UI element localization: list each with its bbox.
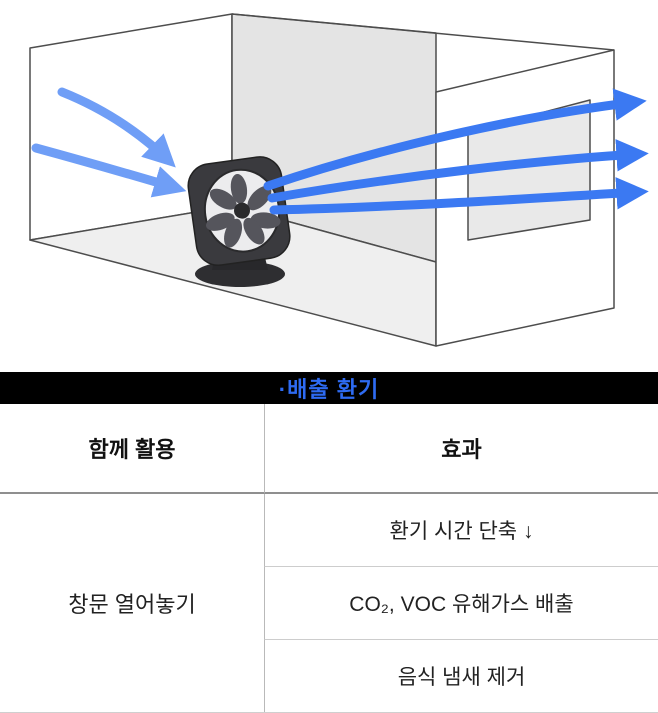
fan-blades xyxy=(205,173,281,248)
fan-hub xyxy=(233,202,250,219)
room-walls xyxy=(29,13,615,347)
outflow-arrow-top xyxy=(263,88,647,191)
table-header-method: 함께 활용 xyxy=(0,404,264,494)
outflow-arrows xyxy=(263,88,649,215)
effect-cell-2: CO₂, VOC 유해가스 배출 xyxy=(264,567,658,640)
ventilation-table: 함께 활용 효과 창문 열어놓기 환기 시간 단축 ↓ CO₂, VOC 유해가… xyxy=(0,404,658,713)
effect-cell-3: 음식 냄새 제거 xyxy=(264,640,658,712)
inflow-arrow-bottom xyxy=(31,143,187,198)
inflow-arrow-top xyxy=(57,87,176,168)
outflow-arrow-bottom xyxy=(269,177,649,215)
table-header-effect: 효과 xyxy=(264,404,658,494)
section-title-bar: ·배출 환기 xyxy=(0,372,658,404)
inflow-arrows xyxy=(31,87,187,198)
effect-cell-1: 환기 시간 단축 ↓ xyxy=(264,494,658,567)
method-cell: 창문 열어놓기 xyxy=(68,592,196,617)
back-wall-top-edge xyxy=(231,13,615,51)
section-title: ·배출 환기 xyxy=(278,377,380,402)
room-ventilation-diagram xyxy=(29,13,649,347)
outflow-arrow-middle xyxy=(267,139,649,203)
